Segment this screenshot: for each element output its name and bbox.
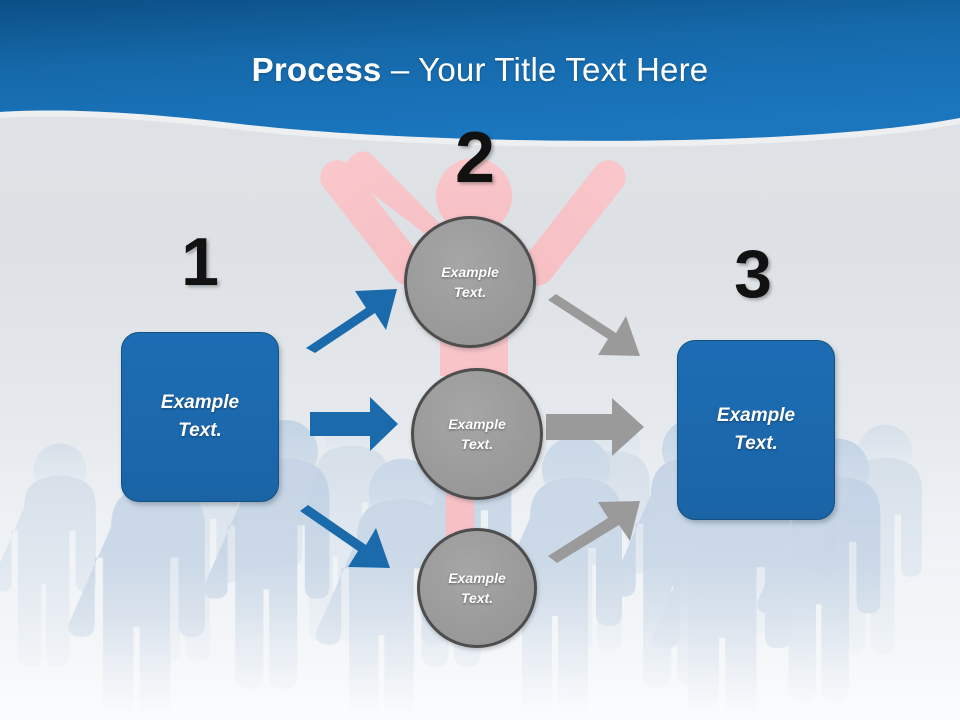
- gray-arrow-bottom-icon: [548, 501, 640, 563]
- step-number-2: 2: [454, 118, 496, 198]
- center-circle-top[interactable]: Example Text.: [404, 216, 536, 348]
- step-1-label-line2: Text.: [178, 420, 222, 441]
- blue-arrow-down-icon: [300, 505, 390, 568]
- step-1-label-line1: Example: [160, 392, 240, 413]
- page-title-strong: Process: [251, 51, 382, 88]
- blue-arrow-up-icon: [306, 289, 397, 353]
- gray-arrow-top-icon: [548, 294, 640, 356]
- step-1-box[interactable]: Example Text.: [121, 332, 279, 502]
- center-circle-bottom-line1: Example: [448, 570, 506, 586]
- step-number-3: 3: [734, 236, 772, 312]
- page-title-rest: – Your Title Text Here: [381, 51, 709, 88]
- center-circle-middle-line1: Example: [448, 416, 506, 432]
- center-circle-top-line2: Text.: [453, 284, 487, 300]
- center-circle-middle[interactable]: Example Text.: [411, 368, 543, 500]
- step-number-1: 1: [181, 224, 219, 300]
- center-circle-bottom[interactable]: Example Text.: [417, 528, 537, 648]
- header-wave-band: [0, 0, 960, 147]
- gray-arrow-middle-icon: [546, 398, 644, 456]
- step-3-label-line2: Text.: [734, 433, 778, 454]
- center-circle-middle-line2: Text.: [460, 436, 494, 452]
- center-circle-top-line1: Example: [441, 264, 499, 280]
- step-3-label-line1: Example: [716, 405, 796, 426]
- step-3-box[interactable]: Example Text.: [677, 340, 835, 520]
- center-circle-bottom-line2: Text.: [460, 590, 494, 606]
- blue-arrow-middle-icon: [310, 397, 398, 451]
- page-title: Process – Your Title Text Here: [0, 50, 960, 90]
